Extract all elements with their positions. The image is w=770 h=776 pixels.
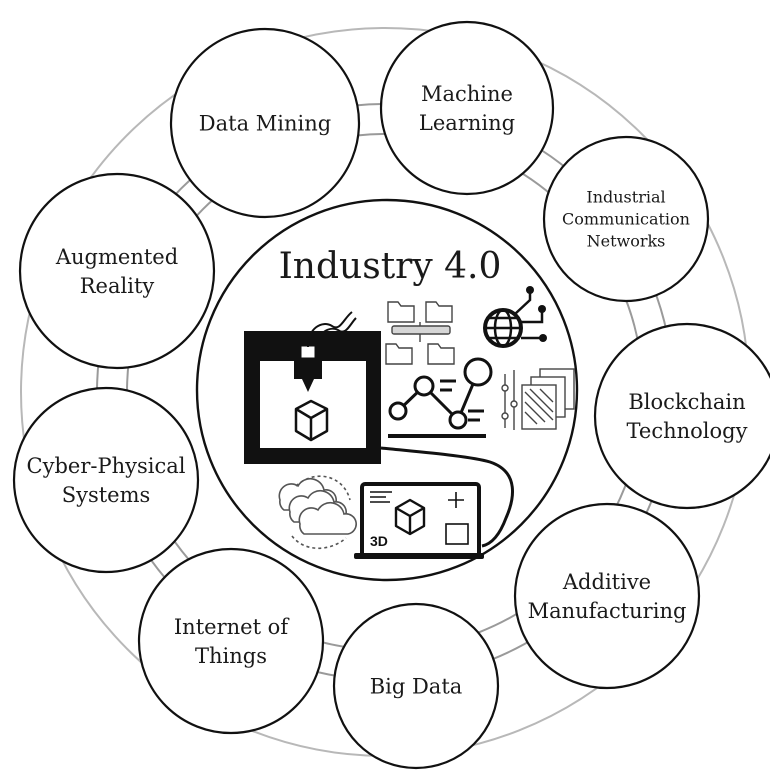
node-label: Things: [195, 644, 267, 668]
node-circle: [12, 386, 200, 574]
node-label: Blockchain: [628, 390, 745, 414]
node-label: Systems: [62, 483, 151, 507]
globe-network-icon: [483, 286, 547, 348]
analytics-chart-icon: [388, 357, 493, 438]
node-label: Augmented: [55, 245, 178, 269]
node-label: Communication: [562, 210, 690, 229]
data-documents-icon: [501, 368, 575, 430]
center-title: Industry 4.0: [279, 246, 502, 287]
cloud-icon: [278, 475, 357, 549]
folder-network-icon: [385, 301, 455, 365]
node-label: Big Data: [370, 674, 463, 698]
node-circle: [542, 135, 710, 303]
node-circle: [169, 27, 361, 219]
node-internet-of-things: Internet of Things: [137, 547, 325, 735]
node-big-data: Big Data: [332, 602, 500, 770]
node-circle: [593, 322, 770, 510]
node-circle: [332, 602, 500, 770]
node-label: Technology: [627, 419, 748, 443]
satellite-nodes: Data Mining MachineLearningIndustrialComm…: [12, 20, 770, 770]
node-label: Industrial: [586, 188, 665, 207]
printer-3d-icon: [244, 311, 381, 464]
printer-cable: [380, 446, 514, 548]
node-label: Internet of: [174, 615, 290, 639]
node-circle: [18, 172, 216, 370]
node-label: Cyber-Physical: [27, 454, 186, 478]
screen-3d-label: 3D: [370, 533, 388, 549]
node-label: Networks: [587, 232, 666, 251]
node-circle: [379, 20, 555, 196]
node-label: Manufacturing: [528, 599, 687, 623]
node-circle: [137, 547, 325, 735]
node-label: Data Mining: [199, 111, 331, 135]
node-label: Machine: [421, 82, 513, 106]
node-data-mining: Data Mining: [169, 27, 361, 219]
node-label: Learning: [419, 111, 515, 135]
node-label: Reality: [80, 274, 155, 298]
modeling-screen-icon: 3D: [354, 482, 484, 559]
node-circle: [513, 502, 701, 690]
node-label: Additive: [562, 570, 651, 594]
center-illustration: 3D: [244, 286, 575, 559]
